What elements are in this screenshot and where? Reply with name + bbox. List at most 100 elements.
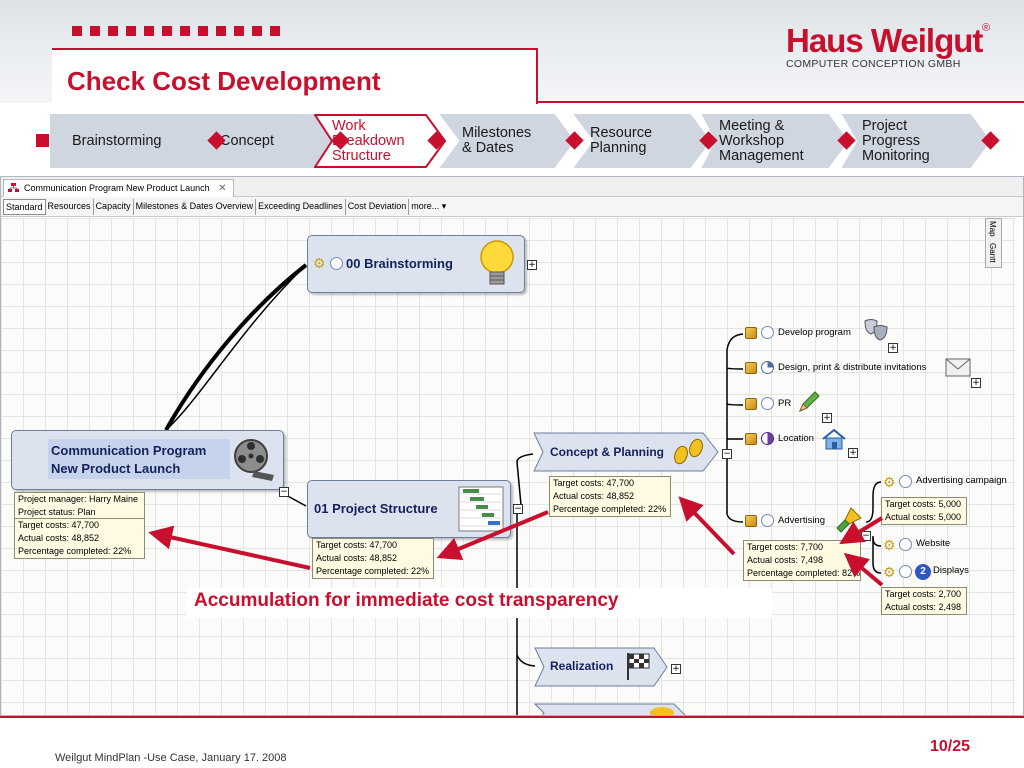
- project-structure-node[interactable]: 01 Project Structure: [307, 480, 511, 538]
- actual-costs-text: Actual costs: 5,000: [885, 512, 962, 522]
- progress-ring-icon: [761, 397, 774, 410]
- footprints-icon: [674, 438, 703, 465]
- concept-planning-cost-panel: Target costs: 47,700 Actual costs: 48,85…: [549, 476, 671, 517]
- target-costs-text: Target costs: 47,700: [553, 478, 635, 488]
- brand-subtitle: COMPUTER CONCEPTION GMBH: [786, 58, 961, 70]
- brainstorming-title: 00 Brainstorming: [346, 256, 453, 271]
- step-label: Project Progress Monitoring: [862, 117, 930, 164]
- gear-icon: ⚙: [883, 537, 896, 553]
- step-label: Concept: [220, 132, 275, 149]
- envelope-icon: [945, 358, 971, 377]
- priority-badge: 2: [915, 564, 931, 580]
- expand-toggle[interactable]: +: [527, 260, 537, 270]
- process-step-progress-monitoring[interactable]: Project Progress Monitoring: [838, 114, 990, 168]
- decorative-squares: [72, 26, 280, 36]
- document-tab-label: Communication Program New Product Launch: [24, 183, 210, 193]
- caption-text: Accumulation for immediate cost transpar…: [186, 588, 772, 618]
- realization-title[interactable]: Realization: [550, 659, 614, 673]
- package-icon: [745, 515, 757, 527]
- step-label: Milestones & Dates: [462, 125, 532, 156]
- checkered-flag-icon: [627, 653, 650, 680]
- leaf-pr[interactable]: PR: [778, 398, 792, 409]
- slide-title: Check Cost Development: [67, 66, 381, 96]
- leaf-design-invitations[interactable]: Design, print & distribute invitations: [778, 362, 927, 373]
- film-reel-icon: [234, 439, 274, 481]
- percentage-completed-text: Percentage completed: 22%: [316, 566, 430, 576]
- light-bulb-icon: [480, 240, 514, 285]
- project-manager-text: Project manager: Harry Maine: [18, 494, 139, 504]
- target-costs-text: Target costs: 2,700: [885, 589, 962, 599]
- page-number: 10/25: [930, 738, 971, 755]
- leaf-displays[interactable]: Displays: [933, 565, 969, 576]
- side-tab-gantt[interactable]: Gantt: [988, 243, 997, 263]
- actual-costs-text: Actual costs: 48,852: [316, 553, 398, 563]
- process-bar: Brainstorming Concept Work Breakdown Str…: [36, 114, 1006, 168]
- collapse-toggle[interactable]: −: [722, 449, 732, 459]
- project-structure-title: 01 Project Structure: [314, 501, 438, 516]
- actual-costs-text: Actual costs: 2,498: [885, 602, 962, 612]
- expand-toggle[interactable]: +: [822, 413, 832, 423]
- progress-ring-icon: [899, 538, 912, 551]
- expand-toggle[interactable]: +: [848, 448, 858, 458]
- view-tab-milestones-dates[interactable]: Milestones & Dates Overview: [134, 198, 257, 215]
- leaf-advertising-campaign[interactable]: Advertising campaign: [916, 475, 1007, 486]
- gear-icon: ⚙: [883, 474, 896, 490]
- step-shape: [841, 114, 990, 168]
- mindplan-window: Communication Program New Product Launch…: [0, 176, 1024, 716]
- view-tab-more[interactable]: more... ▾: [409, 199, 448, 215]
- view-tab-cost-deviation[interactable]: Cost Deviation: [346, 198, 410, 215]
- percentage-completed-text: Percentage completed: 82%: [747, 568, 861, 578]
- percentage-completed-text: Percentage completed: 22%: [553, 504, 667, 514]
- collapse-toggle[interactable]: −: [861, 531, 871, 541]
- project-structure-cost-panel: Target costs: 47,700 Actual costs: 48,85…: [312, 538, 434, 579]
- document-tab[interactable]: Communication Program New Product Launch…: [3, 179, 234, 197]
- progress-ring-icon: [899, 475, 912, 488]
- brainstorming-node[interactable]: ⚙ 00 Brainstorming: [307, 235, 525, 293]
- close-icon[interactable]: ✕: [218, 183, 227, 194]
- target-costs-text: Target costs: 47,700: [18, 520, 100, 530]
- actual-costs-text: Actual costs: 48,852: [553, 491, 635, 501]
- house-icon: [822, 428, 846, 450]
- process-step-milestones-dates[interactable]: Milestones & Dates: [426, 114, 574, 168]
- document-tab-bar: Communication Program New Product Launch…: [1, 177, 1023, 197]
- process-step-resource-planning[interactable]: Resource Planning: [564, 114, 710, 168]
- expand-toggle[interactable]: +: [888, 343, 898, 353]
- root-info-panel: Project manager: Harry Maine Project sta…: [14, 492, 145, 520]
- footer-text: Weilgut MindPlan -Use Case, January 17. …: [55, 752, 287, 764]
- leaf-develop-program[interactable]: Develop program: [778, 327, 851, 338]
- progress-pie-icon: [761, 361, 774, 374]
- next-phase-shape: [534, 703, 686, 715]
- process-step-brainstorming[interactable]: Brainstorming: [50, 114, 218, 168]
- paint-brush-icon: [836, 507, 862, 533]
- target-costs-text: Target costs: 7,700: [747, 542, 824, 552]
- brand-name: Haus Weilgut: [786, 22, 983, 59]
- view-tab-resources[interactable]: Resources: [46, 198, 94, 215]
- brand-registered-mark: ®: [982, 22, 991, 34]
- view-tab-capacity[interactable]: Capacity: [94, 198, 134, 215]
- theater-masks-icon: [864, 319, 888, 341]
- footer-rule: [0, 716, 1024, 718]
- side-tab-map[interactable]: Map: [988, 221, 997, 237]
- leaf-advertising[interactable]: Advertising: [778, 515, 825, 526]
- process-step-meeting-workshop[interactable]: Meeting & Workshop Management: [696, 114, 848, 168]
- expand-toggle[interactable]: +: [671, 664, 681, 674]
- root-selection-highlight: [48, 439, 230, 479]
- mind-map-canvas[interactable]: Map Gantt Communication Program New Prod…: [1, 218, 1015, 715]
- expand-toggle[interactable]: +: [971, 378, 981, 388]
- leaf-location[interactable]: Location: [778, 433, 814, 444]
- concept-planning-title[interactable]: Concept & Planning: [550, 445, 664, 459]
- collapse-toggle[interactable]: −: [513, 504, 523, 514]
- step-shape: [439, 114, 574, 168]
- concept-planning-shape: [533, 432, 719, 472]
- view-tab-exceeding-deadlines[interactable]: Exceeding Deadlines: [256, 198, 346, 215]
- actual-costs-text: Actual costs: 7,498: [747, 555, 824, 565]
- collapse-toggle[interactable]: −: [279, 487, 289, 497]
- target-costs-text: Target costs: 5,000: [885, 499, 962, 509]
- view-tab-standard[interactable]: Standard: [3, 198, 46, 215]
- gear-icon: ⚙: [313, 255, 326, 271]
- root-cost-panel: Target costs: 47,700 Actual costs: 48,85…: [14, 518, 145, 559]
- root-node[interactable]: Communication Program New Product Launch: [11, 430, 284, 490]
- leaf-website[interactable]: Website: [916, 538, 951, 549]
- project-status-text: Project status: Plan: [18, 507, 96, 517]
